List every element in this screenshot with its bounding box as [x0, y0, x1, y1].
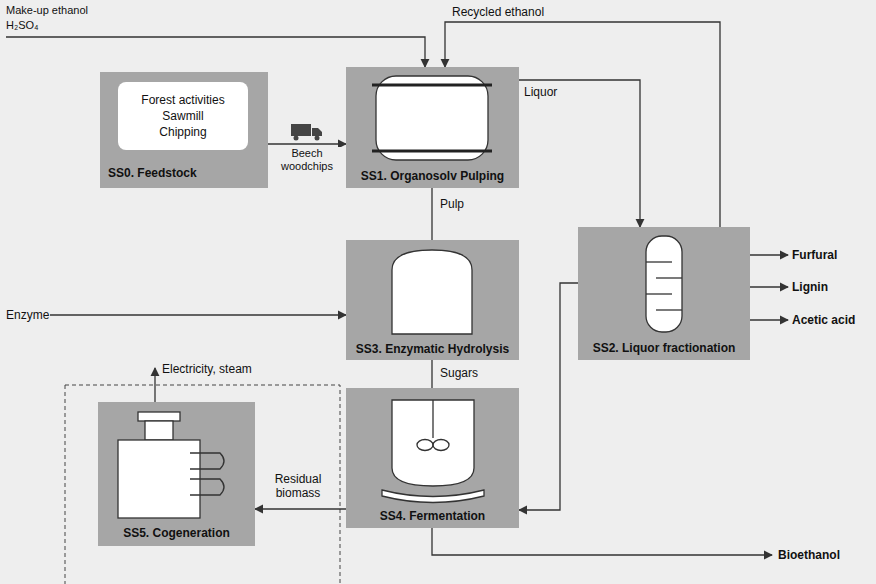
- source-item: Sawmill: [162, 108, 203, 124]
- output-arrow: [750, 286, 788, 287]
- flow-label: Sugars: [440, 366, 478, 380]
- flow-connector: [519, 80, 640, 227]
- subsystem-box: SS0. Feedstock Forest activitiesSawmillCh…: [100, 72, 268, 188]
- subsystem-title: SS3. Enzymatic Hydrolysis: [356, 342, 509, 356]
- cogeneration-boundary: [65, 385, 340, 584]
- subsystem-title: SS4. Fermentation: [380, 509, 485, 523]
- truck-icon: [291, 124, 322, 141]
- output-product: Furfural: [792, 248, 837, 262]
- enzyme-arrow: [50, 314, 346, 315]
- output-arrow: [750, 254, 788, 255]
- flow-label: Beech woodchips: [268, 147, 346, 173]
- column-icon: [646, 236, 682, 332]
- flow-label: Liquor: [524, 85, 557, 99]
- makeup-arrow: [6, 37, 425, 67]
- stream-label: Make-up ethanol: [6, 4, 88, 17]
- subsystem-title: SS1. Organosolv Pulping: [361, 169, 504, 183]
- output-product: Bioethanol: [778, 548, 840, 562]
- hydrolysis-vessel: [392, 250, 472, 334]
- subsystem-box: SS1. Organosolv Pulping: [346, 67, 519, 188]
- fermenter-icon: [382, 400, 484, 503]
- output-product: Lignin: [792, 280, 828, 294]
- subsystem-box: SS2. Liquor fractionation: [578, 227, 750, 360]
- output-arrow: [750, 319, 788, 320]
- flow-label: Pulp: [440, 197, 464, 211]
- subsystem-box: SS4. Fermentation: [346, 388, 519, 528]
- flow-connector: [431, 360, 432, 388]
- flow-connector: [431, 188, 432, 240]
- flow-label: Recycled ethanol: [452, 5, 544, 19]
- source-item: Chipping: [159, 124, 206, 140]
- product-arrow: [432, 528, 772, 555]
- stream-label: Electricity, steam: [162, 362, 252, 376]
- stream-label: Enzyme: [6, 308, 49, 322]
- subsystem-title: SS0. Feedstock: [108, 166, 197, 180]
- subsystem-box: SS3. Enzymatic Hydrolysis: [346, 240, 519, 360]
- boiler-icon: [118, 412, 224, 518]
- reactor-icon: [372, 76, 492, 160]
- source-box: Forest activitiesSawmillChipping: [118, 82, 248, 150]
- flow-label: Residual biomass: [262, 472, 334, 501]
- flow-connector: [519, 283, 578, 510]
- subsystem-box: SS5. Cogeneration: [98, 402, 255, 546]
- flow-connector: [268, 143, 346, 144]
- flow-connector: [255, 508, 346, 509]
- utility-arrow: [154, 368, 155, 402]
- subsystem-title: SS5. Cogeneration: [123, 526, 230, 540]
- stream-label: H₂SO₄: [6, 19, 39, 32]
- source-item: Forest activities: [141, 92, 224, 108]
- output-product: Acetic acid: [792, 313, 855, 327]
- subsystem-title: SS2. Liquor fractionation: [593, 341, 736, 355]
